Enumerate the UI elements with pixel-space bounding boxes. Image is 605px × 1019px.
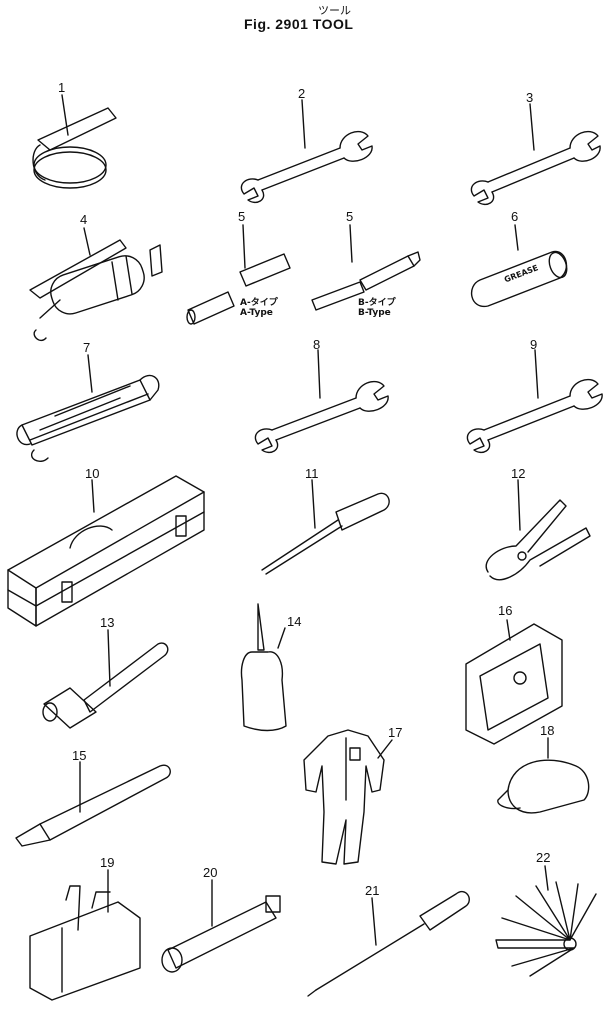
type-label-b: B-タイプ B-Type [358,298,396,318]
part-number: 6 [511,209,519,224]
tool-box-drawing [7,475,205,627]
part-number: 5 [346,209,354,224]
type-label-b-en: B-Type [358,308,391,318]
type-label-a-en: A-Type [240,308,273,318]
oiler-drawing [240,603,287,732]
figure-title-japanese: ツール [318,4,351,17]
pry-bar-drawing [15,761,171,847]
feeler-gauge-drawing [495,865,597,977]
part-number: 21 [365,883,380,898]
manual-case-drawing [465,619,563,745]
part-number: 17 [388,725,403,740]
part-number: 11 [305,466,319,481]
grease-gun-drawing [29,227,163,342]
part-number: 13 [100,615,115,630]
screwdriver-11-drawing [261,479,390,575]
cap-drawing [497,737,590,814]
coverall-drawing [303,729,393,865]
part-number: 10 [85,466,100,481]
screwdriver-21-drawing [307,890,470,997]
part-number: 14 [287,614,302,629]
pliers-drawing [485,479,591,581]
part-number: 1 [58,80,66,95]
part-number: 8 [313,337,321,352]
socket-drawing [161,879,281,973]
type-label-a-jp: A-タイプ [240,298,278,308]
strap-wrench-drawing [32,94,117,189]
part-number: 16 [498,603,513,618]
part-number: 12 [511,466,526,481]
tool-bag-drawing [29,869,141,1001]
part-number: 4 [80,212,88,227]
part-number: 22 [536,850,551,865]
wrench-3-drawing [470,103,601,206]
type-label-b-jp: B-タイプ [358,298,396,308]
part-number: 7 [83,340,91,355]
part-number: 18 [540,723,555,738]
wrench-9-drawing [466,349,603,454]
type-label-a: A-タイプ A-Type [240,298,278,318]
hammer-drawing [42,629,169,729]
nozzle-b-type-drawing [311,224,421,311]
part-number: 15 [72,748,87,763]
part-number: 20 [203,865,218,880]
part-number: 3 [526,90,534,105]
wrench-set-drawing [16,354,160,462]
grease-tube-drawing [470,224,568,307]
wrench-8-drawing [254,349,389,454]
part-number: 19 [100,855,115,870]
part-number: 9 [530,337,538,352]
wrench-2-drawing [240,99,373,204]
part-number: 5 [238,209,246,224]
nozzle-a-type-drawing [186,224,291,325]
figure-title: Fig. 2901 TOOL [244,16,354,32]
part-number: 2 [298,86,306,101]
